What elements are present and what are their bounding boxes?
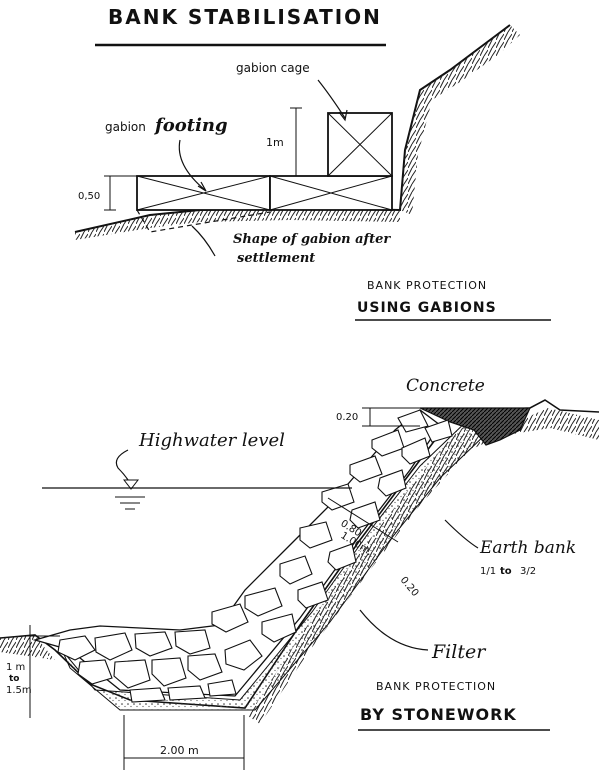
gabion-height-label: 1m [266, 136, 284, 149]
filter-label: Filter [431, 641, 487, 663]
settlement-label-line1: Shape of gabion after [233, 232, 391, 247]
concrete-cap [419, 407, 531, 446]
gabion-caption-line2: USING GABIONS [357, 300, 497, 316]
gabion-footing-label-prefix: gabion [105, 120, 146, 134]
depth-label-to: to [9, 674, 20, 684]
gabion-caption-line1: BANK PROTECTION [367, 279, 487, 292]
page-title: BANK STABILISATION [108, 5, 382, 29]
stonework-caption-line2: BY STONEWORK [360, 705, 517, 724]
concrete-thickness-label: 0.20 [336, 412, 358, 423]
gabion-slope-hatch [400, 25, 520, 215]
gabion-cage-label: gabion cage [236, 61, 310, 75]
depth-label-a: 1 m [6, 662, 25, 673]
filter-thickness-label: 0.20 [398, 575, 421, 599]
gabion-footing-label-word: footing [153, 115, 228, 136]
earth-bank-slope-a: 1/1 [480, 566, 496, 577]
stonework-caption-line1: BANK PROTECTION [376, 680, 496, 693]
base-width-label: 2.00 m [160, 744, 199, 757]
depth-label-b: 1.5m [6, 685, 32, 696]
highwater-label: Highwater level [138, 430, 285, 451]
gabion-ground-hatch [75, 208, 400, 240]
earth-bank-slope-to: to [500, 566, 512, 577]
earth-bank-slope-b: 3/2 [520, 566, 536, 577]
concrete-label: Concrete [406, 376, 485, 396]
highwater-marker [122, 479, 140, 490]
gabion-diagram: 1m 0,50 gabion cage gabion footing Shape… [74, 24, 551, 321]
stonework-diagram: Highwater level Concrete 0.20 0.80 1.00m… [0, 376, 599, 770]
earth-bank-label: Earth bank [479, 538, 576, 558]
stones [57, 409, 453, 703]
settlement-label-line2: settlement [237, 251, 315, 266]
gabion-footing-height-label: 0,50 [78, 191, 100, 202]
